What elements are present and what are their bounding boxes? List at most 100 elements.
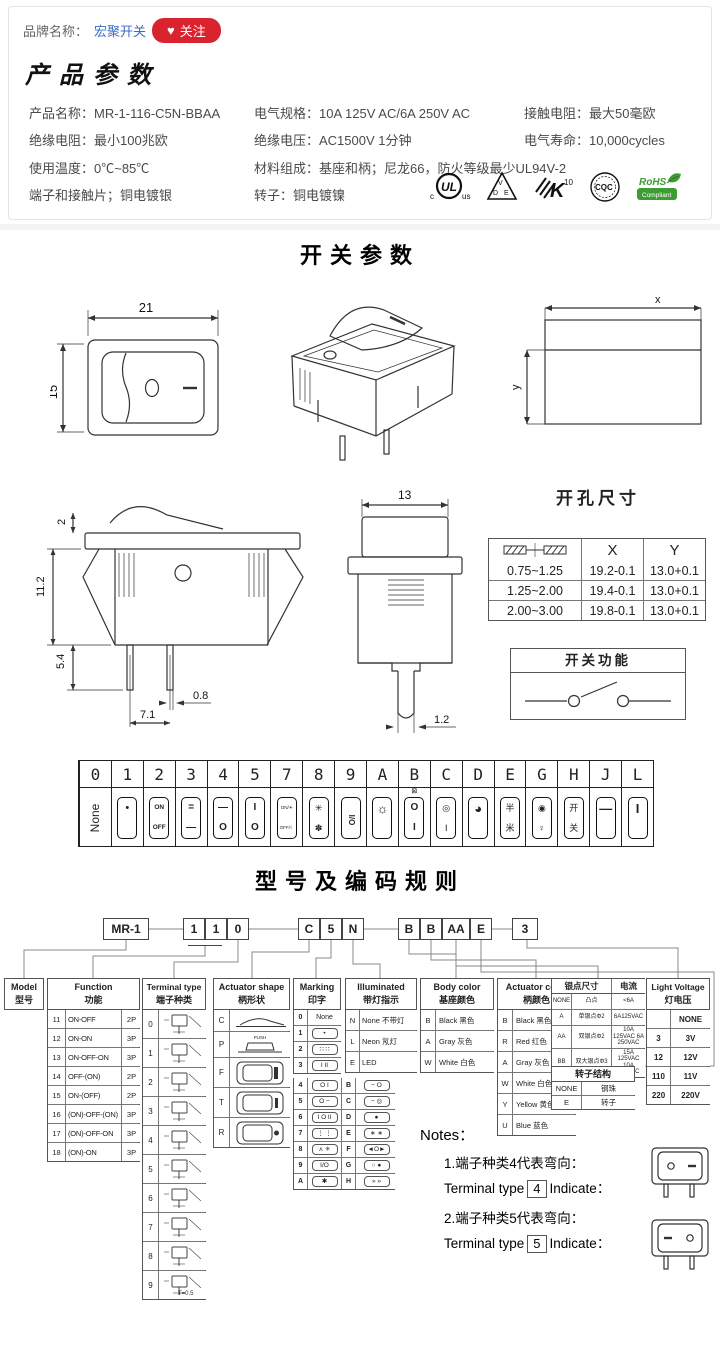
silver-code: AA (552, 1026, 571, 1048)
marking-symbol: ✱ (308, 1174, 341, 1189)
spec-insulation-voltage: 绝缘电压：AC1500V 1分钟 (254, 133, 412, 148)
brand-name-link[interactable]: 宏聚开关 (94, 24, 147, 39)
cutout-view-drawing: x y (510, 294, 702, 425)
spec-electrical-life: 电气寿命：10,000cycles (524, 133, 665, 148)
certification-icons: UL c us V D E K 10 CQC (429, 170, 683, 204)
terminal-code: 0 (143, 1010, 158, 1038)
function-poles: 2P (122, 1067, 141, 1085)
note-line-1: 1.端子种类4代表弯向： (444, 1156, 585, 1171)
light-voltage-label: NONE (671, 1010, 710, 1028)
silver-current: 6A125VAC (612, 1010, 645, 1025)
rohs-cert-icon: RoHS Compliant (637, 173, 681, 200)
marking-symbol: I II (308, 1058, 341, 1073)
notes-heading: Notes： (420, 1127, 475, 1144)
cqc-cert-icon: CQC (590, 172, 620, 202)
svg-text:0.8: 0.8 (193, 690, 208, 702)
code-strip-code: L (622, 761, 654, 788)
switch-function-box: 开关功能 (510, 648, 686, 720)
shape-code-f: F (214, 1058, 229, 1087)
code-strip-column: E 半 米 (493, 761, 526, 846)
function-code: 15 (48, 1086, 65, 1104)
function-poles: 3P (122, 1105, 141, 1123)
function-code: 13 (48, 1048, 65, 1066)
function-code: 11 (48, 1010, 65, 1028)
terminal-type-4-box: 4 (527, 1180, 547, 1198)
marking-single-rows: 0 None 1 • 2 ∷ ∷ 3 I II (294, 1010, 341, 1073)
marking-code: 7 (294, 1126, 307, 1141)
terminal-code: 3 (143, 1097, 158, 1125)
light-voltage-code: 110 (647, 1067, 670, 1085)
actuator-shape-table: Actuator shape 柄形状 C P PUSH F T R (213, 978, 290, 1148)
code-strip-symbol-cell: ✳ ✽ (303, 788, 334, 846)
symbol-chip: ◉ ♀ (531, 797, 552, 839)
light-voltage-code (647, 1010, 670, 1028)
svg-text:E: E (504, 190, 509, 197)
terminal-sketch (159, 1213, 206, 1241)
cutout-table-title: 开孔尺寸 (556, 489, 640, 508)
symbol-chip: ☼ (372, 797, 393, 839)
product-info-card: 品牌名称： 宏聚开关 ♥ 关注 产品参数 产品名称：MR-1-116-C5N-B… (8, 6, 712, 220)
actuator-color-en: Actuator color (505, 982, 568, 992)
function-en: Function (74, 982, 113, 992)
code-strip-symbol-cell: ◎ I (431, 788, 462, 846)
function-poles: 2P (122, 1086, 141, 1104)
marking-symbol: ∗ ∗ (356, 1126, 397, 1141)
code-strip-symbol-cell: I O (239, 788, 270, 846)
light-voltage-code: 12 (647, 1048, 670, 1066)
terminal-rows: 0 1 (143, 1010, 206, 1299)
code-strip-symbol-cell: 半 米 (495, 788, 526, 846)
marking-symbol: ⋮ ⋮ (308, 1126, 341, 1141)
marking-zh: 印字 (307, 995, 326, 1005)
code-strip-code: 8 (303, 761, 335, 788)
function-label: ON-OFF (66, 1010, 121, 1028)
cutout-x-cell: 19.4-0.1 (582, 581, 643, 600)
spec-electrical-rating: 电气规格：10A 125V AC/6A 250V AC (254, 106, 471, 121)
actuator-color-label: Blue 蓝色 (513, 1115, 576, 1135)
chain-silver-code: AA (442, 918, 470, 940)
silver-point-table: 银点尺寸 电流 NONE 凸点 <6A A 单银点Φ2 6A125VAC AA … (551, 978, 645, 1078)
illuminated-table: Illuminated 带灯指示 N None 不带灯 L Neon 氖灯 E … (345, 978, 417, 1073)
svg-text:y: y (510, 384, 522, 390)
code-strip-symbol-cell: • (112, 788, 143, 846)
spec-terminal-plating: 端子和接触片；铜电镀银 (29, 188, 173, 203)
actuator-shape-zh: 柄形状 (237, 995, 265, 1005)
terminal-sketch (159, 1184, 206, 1212)
svg-text:us: us (462, 192, 470, 201)
marking-symbol: O − (308, 1094, 341, 1109)
code-strip-code: 7 (271, 761, 303, 788)
rotor-code: E (552, 1096, 581, 1109)
marking-symbol: − ◎ (356, 1094, 397, 1109)
light-voltage-code: 3 (647, 1029, 670, 1047)
marking-symbol: I/O (308, 1158, 341, 1173)
symbol-chip: = — (181, 797, 202, 839)
illuminated-label: LED (360, 1052, 417, 1072)
follow-button[interactable]: ♥ 关注 (152, 18, 221, 43)
actuator-color-code: R (498, 1031, 512, 1051)
symbol-chip: ON OFF (149, 797, 170, 839)
chain-connector-lines (23, 928, 715, 1070)
actuator-color-code: A (498, 1052, 512, 1072)
marking-code: B (342, 1078, 355, 1093)
silver-code: NONE (552, 994, 571, 1009)
code-strip-column: 7 ON/☀ OFF/☾ (270, 761, 303, 846)
function-rows: 11 ON-OFF 2P 12 ON-ON 3P 13 ON-OFF-ON 3P… (48, 1010, 141, 1161)
rotor-title: 转子结构 (552, 1067, 634, 1082)
silver-current: 10A 125VAC 6A 250VAC (612, 1026, 645, 1048)
model-coding-title: 型号及编码规则 (254, 869, 465, 894)
light-voltage-rows: NONE 3 3V 12 12V 110 11V 220 220V (647, 1010, 710, 1104)
illuminated-code: L (346, 1031, 359, 1051)
marking-code: 6 (294, 1110, 307, 1125)
chain-body-color-code: B (398, 918, 420, 940)
panel-thickness-icon (489, 539, 581, 561)
terminal-code: 4 (143, 1126, 158, 1154)
code-strip-symbol-cell: 开 关 (558, 788, 589, 846)
terminal-type-5-sketch (651, 1219, 709, 1270)
rotor-label: 钢珠 (582, 1082, 635, 1095)
marking-code: 0 (294, 1010, 307, 1025)
model-en: Model (11, 982, 37, 992)
code-strip-column: H 开 关 (557, 761, 590, 846)
light-voltage-label: 11V (671, 1067, 710, 1085)
silver-desc: 单银点Φ2 (572, 1010, 611, 1025)
spec-contact-resistance: 接触电阻：最大50毫欧 (524, 106, 656, 121)
symbol-chip: — (595, 797, 616, 839)
